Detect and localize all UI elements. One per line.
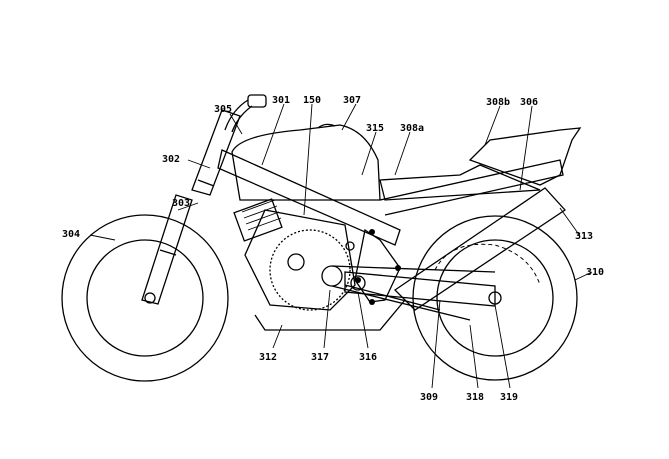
leader-lines: [89, 103, 593, 389]
rear-wheel-310: [412, 215, 578, 381]
main-frame-301: [217, 149, 564, 331]
swing-arm-309: [344, 271, 496, 311]
handlebar-305: [224, 94, 267, 133]
drive-chain-318: [331, 265, 496, 321]
label-312: 312: [259, 352, 277, 363]
engine-150: [233, 198, 356, 311]
label-150: 150: [303, 95, 321, 106]
label-308a: 308a: [400, 123, 424, 134]
tail-cowl-308b: [468, 127, 582, 186]
front-wheel-304: [61, 214, 229, 382]
fuel-tank-307: [231, 123, 381, 201]
label-301: 301: [272, 95, 290, 106]
label-318: 318: [466, 392, 484, 403]
label-302: 302: [162, 154, 180, 165]
rear-shock-313: [393, 187, 566, 311]
label-304: 304: [62, 229, 80, 240]
label-316: 316: [359, 352, 377, 363]
label-315: 315: [366, 123, 384, 134]
label-313: 313: [575, 231, 593, 242]
label-317: 317: [311, 352, 329, 363]
label-310: 310: [586, 267, 604, 278]
label-305: 305: [214, 104, 232, 115]
label-309: 309: [420, 392, 438, 403]
linkage-315-316: [350, 228, 401, 305]
front-fork-303: [141, 109, 241, 305]
seat-308a: [379, 164, 541, 201]
label-319: 319: [500, 392, 518, 403]
label-308b: 308b: [486, 97, 510, 108]
label-307: 307: [343, 95, 361, 106]
label-303: 303: [172, 198, 190, 209]
label-306: 306: [520, 97, 538, 108]
